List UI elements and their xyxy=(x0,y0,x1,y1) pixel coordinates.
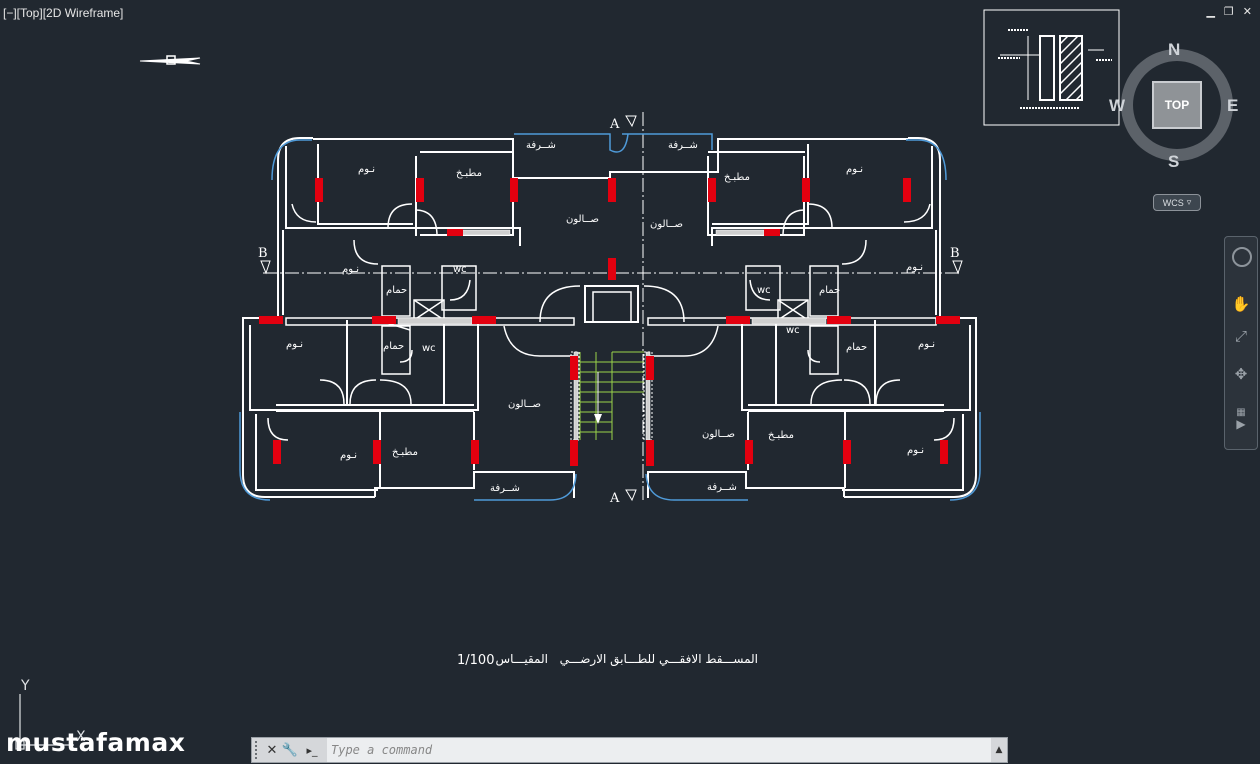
svg-text:نـوم: نـوم xyxy=(906,262,923,273)
watermark: mustafamax xyxy=(6,728,186,757)
svg-text:حمام: حمام xyxy=(819,285,840,296)
pan-hand-icon[interactable]: ✋ xyxy=(1231,295,1251,313)
svg-text:المقيـــاس: المقيـــاس xyxy=(496,652,548,667)
ucs-icon xyxy=(15,694,74,750)
ucs-x-label: X xyxy=(76,729,86,745)
svg-text:شــرفة: شــرفة xyxy=(668,140,698,151)
svg-text:wc: wc xyxy=(786,325,800,336)
svg-text:مطبـخ: مطبـخ xyxy=(768,430,794,441)
svg-text:نـوم: نـوم xyxy=(286,339,303,350)
svg-text:صــالون: صــالون xyxy=(650,219,683,230)
svg-text:نـوم: نـوم xyxy=(342,264,359,275)
viewport-window-controls: ▁ ❐ ✕ xyxy=(1206,6,1252,18)
wcs-menu-button[interactable]: WCS ▿ xyxy=(1153,194,1201,211)
svg-text:حمام: حمام xyxy=(846,342,867,353)
command-prompt-icon[interactable]: ▸_ xyxy=(306,743,318,757)
svg-text:wc: wc xyxy=(757,285,771,296)
grid-icon[interactable]: ▦ xyxy=(1236,406,1246,418)
caret-up-icon[interactable]: ▲ xyxy=(995,745,1003,755)
svg-text:شــرفة: شــرفة xyxy=(707,482,737,493)
svg-text:صــالون: صــالون xyxy=(702,429,735,440)
viewport-controls-label[interactable]: [−][Top][2D Wireframe] xyxy=(3,6,124,20)
compass-south[interactable]: S xyxy=(1168,152,1180,171)
compass-north[interactable]: N xyxy=(1168,40,1181,59)
drag-handle[interactable] xyxy=(255,741,263,759)
svg-text:صــالون: صــالون xyxy=(566,214,599,225)
drawing-caption: المســـقط الافقـــي للطـــابق الارضـــي … xyxy=(457,652,758,668)
minimize-icon[interactable]: ▁ xyxy=(1206,5,1215,18)
svg-text:مطبـخ: مطبـخ xyxy=(456,168,482,179)
svg-text:wc: wc xyxy=(453,264,467,275)
svg-text:نـوم: نـوم xyxy=(907,445,924,456)
wcs-label: WCS xyxy=(1162,197,1184,208)
door-swings xyxy=(267,203,955,441)
room-labels: نـوم مطبـخ شــرفة صــالون شــرفة صــالون… xyxy=(286,140,935,494)
bathrooms xyxy=(381,265,839,375)
svg-text:wc: wc xyxy=(422,343,436,354)
svg-text:حمام: حمام xyxy=(383,341,404,352)
svg-text:B: B xyxy=(950,246,960,261)
restore-icon[interactable]: ❐ xyxy=(1223,5,1234,18)
svg-text:المســـقط الافقـــي للطـــابق: المســـقط الافقـــي للطـــابق الارضـــي xyxy=(560,652,758,667)
north-arrow-symbol xyxy=(139,55,201,65)
section-markers: A A B B xyxy=(258,115,963,506)
steering-wheel-icon[interactable] xyxy=(1232,247,1252,267)
svg-text:مطبـخ: مطبـخ xyxy=(724,172,750,183)
viewcube[interactable]: N S W E TOP xyxy=(1109,40,1239,171)
chevron-down-icon: ▿ xyxy=(1186,197,1192,207)
ucs-y-label: Y xyxy=(20,678,30,694)
svg-text:نـوم: نـوم xyxy=(846,164,863,175)
detail-inset xyxy=(983,9,1120,126)
svg-text:A: A xyxy=(609,117,620,132)
close-icon[interactable]: ✕ xyxy=(1242,5,1252,18)
close-icon[interactable]: ✕ xyxy=(266,742,278,758)
svg-text:مطبـخ: مطبـخ xyxy=(392,447,418,458)
svg-text:نـوم: نـوم xyxy=(918,339,935,350)
svg-text:1/100: 1/100 xyxy=(457,653,494,668)
viewcube-top-face[interactable]: TOP xyxy=(1152,81,1202,129)
orbit-icon[interactable]: ✥ xyxy=(1234,365,1248,383)
section-lines xyxy=(263,112,962,500)
navigation-bar: ✋ ⤢ ✥ ▦ ▶ xyxy=(1224,236,1258,450)
wrench-icon[interactable]: 🔧 xyxy=(281,742,299,758)
balcony-edges xyxy=(239,133,981,501)
svg-text:صــالون: صــالون xyxy=(508,399,541,410)
svg-text:نـوم: نـوم xyxy=(340,450,357,461)
command-input[interactable] xyxy=(327,738,991,762)
svg-text:حمام: حمام xyxy=(386,285,407,296)
svg-text:A: A xyxy=(609,491,620,506)
structural-columns xyxy=(259,178,960,466)
stair-core xyxy=(503,285,719,441)
svg-text:شــرفة: شــرفة xyxy=(490,483,520,494)
zoom-extents-icon[interactable]: ⤢ xyxy=(1234,327,1247,345)
command-line: ✕ 🔧 ▸_ ▲ xyxy=(251,737,1008,763)
showmotion-icon[interactable]: ▶ xyxy=(1236,417,1246,431)
svg-text:B: B xyxy=(258,246,268,261)
svg-text:نـوم: نـوم xyxy=(358,164,375,175)
svg-text:شــرفة: شــرفة xyxy=(526,140,556,151)
compass-west[interactable]: W xyxy=(1109,96,1126,115)
compass-east[interactable]: E xyxy=(1227,96,1239,115)
compass-ring[interactable] xyxy=(1117,44,1237,164)
